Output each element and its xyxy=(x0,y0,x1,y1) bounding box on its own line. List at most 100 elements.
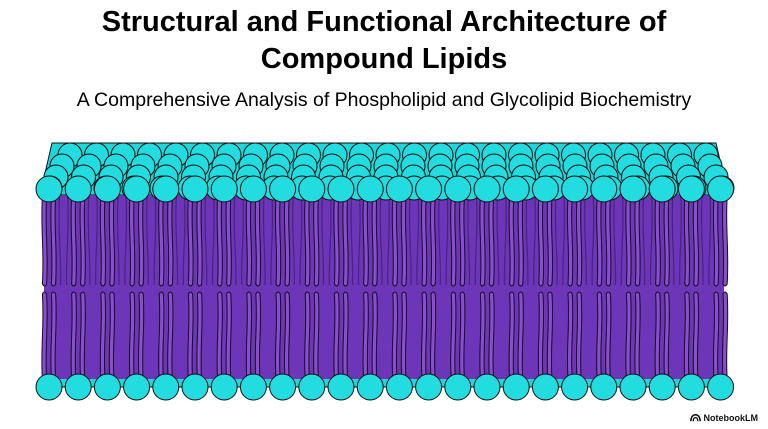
lipid-head-bottom-front xyxy=(502,373,530,401)
lipid-head-top-front xyxy=(502,175,530,203)
lipid-tail-lower xyxy=(245,291,253,380)
lipid-head-bottom-front xyxy=(123,373,151,401)
lipid-tail-upper xyxy=(167,196,174,287)
lipid-head-bottom-front xyxy=(415,373,443,401)
lipid-tail-upper xyxy=(187,196,194,287)
lipid-tail-lower xyxy=(479,291,486,380)
back-tail xyxy=(262,194,274,286)
lipid-tail-lower xyxy=(537,291,545,380)
bilayer-group xyxy=(35,142,735,401)
lipid-head-bottom-front xyxy=(648,373,676,401)
lipid-tail-lower xyxy=(342,291,349,380)
lipid-tail-lower xyxy=(362,291,369,380)
page-subtitle: A Comprehensive Analysis of Phospholipid… xyxy=(76,89,692,111)
lipid-tail-lower xyxy=(517,291,524,380)
back-tail xyxy=(292,194,303,286)
lipid-tail-lower xyxy=(283,291,291,380)
lipid-tail-lower xyxy=(488,291,495,380)
back-tail xyxy=(58,194,69,286)
back-tail xyxy=(350,194,361,286)
lipid-tail-upper xyxy=(196,196,203,287)
page-title: Structural and Functional Architecture o… xyxy=(0,4,768,78)
lipid-tail-upper xyxy=(128,196,136,287)
lipid-head-top-front xyxy=(385,175,413,203)
lipid-head-top-front xyxy=(590,175,618,203)
lipid-tail-lower xyxy=(196,291,203,380)
lipid-tail-lower xyxy=(420,291,428,380)
back-tail xyxy=(525,194,536,286)
lipid-tail-lower xyxy=(225,291,232,380)
watermark-text: NotebookLM xyxy=(703,413,759,423)
lipid-head-bottom-front xyxy=(531,373,559,401)
lipid-tail-upper xyxy=(479,196,486,287)
lipid-tail-upper xyxy=(488,196,495,287)
lipid-head-top-front xyxy=(152,175,180,203)
lipid-tail-upper xyxy=(625,196,632,287)
lipid-tail-upper xyxy=(158,196,165,287)
lipid-tail-upper xyxy=(225,196,232,287)
back-tail xyxy=(584,194,595,286)
back-tail xyxy=(146,194,157,286)
lipid-tail-upper xyxy=(712,196,720,287)
lipid-head-top-front xyxy=(269,175,297,203)
lipid-head-bottom-front xyxy=(298,373,326,401)
lipid-head-bottom-front xyxy=(561,373,589,401)
lipid-head-top-front xyxy=(677,175,705,203)
lipid-tail-upper xyxy=(605,196,612,287)
lipid-head-top-front xyxy=(298,175,326,203)
lipid-tail-upper xyxy=(420,196,428,287)
lipid-tail-upper xyxy=(537,196,545,287)
notebooklm-logo-icon xyxy=(689,414,701,422)
lipid-tail-lower xyxy=(254,291,262,380)
lipid-tail-lower xyxy=(566,291,574,380)
lipid-head-bottom-front xyxy=(619,373,647,401)
back-tail xyxy=(233,194,244,286)
lipid-head-bottom-front xyxy=(707,373,735,401)
lipid-tail-lower xyxy=(99,291,107,380)
lipid-head-top-front xyxy=(444,175,472,203)
lipid-tail-upper xyxy=(429,196,437,287)
lipid-head-bottom-front xyxy=(93,373,121,401)
lipid-tail-lower xyxy=(683,291,691,380)
lipid-head-top-front xyxy=(561,175,589,203)
lipid-tail-lower xyxy=(575,291,583,380)
lipid-head-top-front xyxy=(123,175,151,203)
lipid-head-bottom-front xyxy=(35,373,63,401)
lipid-tail-lower xyxy=(50,291,57,380)
back-tail xyxy=(671,194,682,286)
back-tail xyxy=(554,194,566,286)
lipid-head-bottom-front xyxy=(181,373,209,401)
lipid-tail-upper xyxy=(450,196,457,287)
back-tail xyxy=(467,194,478,286)
lipid-tail-upper xyxy=(683,196,691,287)
lipid-tail-upper xyxy=(304,196,311,287)
lipid-tail-lower xyxy=(216,291,223,380)
lipid-tail-upper xyxy=(137,196,145,287)
lipid-tail-lower xyxy=(333,291,340,380)
lipid-tail-upper xyxy=(41,196,48,287)
lipid-head-top-front xyxy=(327,175,355,203)
lipid-tail-lower xyxy=(546,291,554,380)
back-tail xyxy=(204,194,215,286)
lipid-tail-lower xyxy=(429,291,437,380)
title-line-1: Structural and Functional Architecture o… xyxy=(101,6,667,38)
lipid-head-top-front xyxy=(181,175,209,203)
lipid-tail-upper xyxy=(575,196,583,287)
back-tail xyxy=(87,194,98,286)
lipid-head-bottom-front xyxy=(473,373,501,401)
lipid-tail-upper xyxy=(400,196,408,287)
lipid-tail-lower xyxy=(274,291,282,380)
lipid-tail-lower xyxy=(158,291,165,380)
back-tail xyxy=(321,194,332,286)
lipid-tail-upper xyxy=(692,196,700,287)
lipid-head-bottom-front xyxy=(590,373,618,401)
lipid-head-bottom-front xyxy=(64,373,92,401)
lipid-tail-upper xyxy=(70,196,77,287)
lipid-tail-upper xyxy=(313,196,320,287)
lipid-head-bottom-front xyxy=(239,373,267,401)
lipid-head-bottom-front xyxy=(385,373,413,401)
back-tail xyxy=(613,194,624,286)
lipid-tail-upper xyxy=(596,196,603,287)
title-line-2: Compound Lipids xyxy=(260,43,508,75)
lipid-tail-upper xyxy=(245,196,253,287)
